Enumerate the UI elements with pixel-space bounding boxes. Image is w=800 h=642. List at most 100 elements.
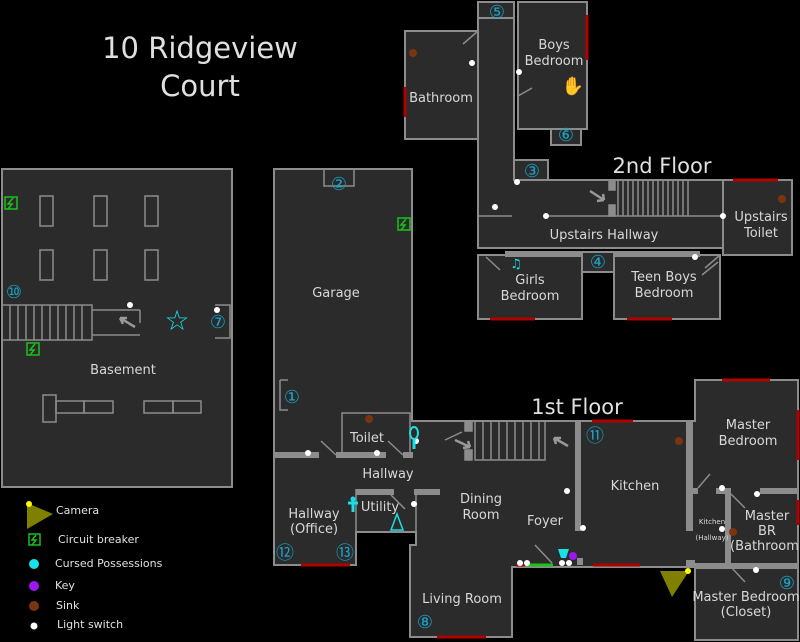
room-label-master-br: Master (745, 509, 790, 524)
circuit-breaker-icon (26, 342, 40, 356)
second-floor: Bathroom Boys Bedroom Upstairs Hallway U… (403, 1, 793, 321)
marker-5: ⑤ (489, 2, 505, 23)
light-switch-icon[interactable] (754, 491, 760, 497)
ouija-magnifier-icon (409, 426, 419, 449)
room-label-boys: Boys (538, 38, 570, 53)
light-switch-icon[interactable] (543, 213, 549, 219)
marker-8: ⑧ (417, 612, 433, 633)
marker-11: ⑪ (586, 426, 604, 447)
light-switch-icon[interactable] (524, 560, 530, 566)
marker-12: ⑫ (276, 543, 294, 564)
room-label-closet: Master Bedroom (692, 590, 799, 605)
light-switch-icon (127, 302, 133, 308)
map-title-line1: 10 Ridgeview (102, 31, 298, 65)
room-label-dining: Dining (460, 492, 502, 507)
light-switch-icon[interactable] (720, 213, 726, 219)
floor-label-first: 1st Floor (531, 395, 623, 419)
light-switch-icon[interactable] (753, 567, 759, 573)
light-switch-icon[interactable] (516, 69, 522, 75)
legend-label: Cursed Possessions (55, 557, 163, 570)
room-label-master: Master (726, 418, 771, 433)
room-label-teen-sub: Bedroom (635, 286, 694, 301)
room-label-dining-sub: Room (462, 508, 499, 523)
light-switches (305, 60, 760, 573)
tarot-cards-icon (558, 549, 569, 558)
key-icon[interactable] (569, 552, 577, 560)
room-label-bathroom: Bathroom (409, 91, 473, 106)
room-label-garage: Garage (312, 286, 360, 301)
cursed-possessions: ✋ ♫ (348, 75, 584, 558)
light-switch-icon[interactable] (305, 450, 311, 456)
sink-icon (729, 528, 737, 536)
stairs-arrow-icon (552, 436, 569, 448)
sink-icon (365, 415, 373, 423)
room-label-girls-sub: Bedroom (501, 289, 560, 304)
marker-2: ② (331, 174, 347, 195)
light-switch-icon[interactable] (469, 60, 475, 66)
circuit-breaker-icon (4, 196, 18, 210)
room-label-boys-sub: Bedroom (525, 54, 584, 69)
light-switch-icon (30, 622, 38, 630)
sink-icon (675, 437, 683, 445)
legend-label: Sink (56, 599, 80, 612)
basement: Basement ☆ (1, 168, 233, 488)
room-label-girls: Girls (515, 273, 545, 288)
room-label-kitchen: Kitchen (611, 479, 660, 494)
camera-icon (26, 501, 53, 529)
room-label-upstairs-toilet: Upstairs (734, 210, 788, 225)
marker-3: ③ (524, 161, 540, 182)
voodoo-hand-icon: ✋ (562, 75, 584, 97)
map-title-line2: Court (160, 69, 240, 103)
room-label-master-br-2: BR (758, 524, 776, 539)
marker-4: ④ (590, 252, 606, 273)
cursed-possession-icon (29, 559, 39, 569)
light-switch-icon[interactable] (719, 526, 725, 532)
marker-7: ⑦ (210, 312, 226, 333)
legend-circuit-breaker: Circuit breaker (20, 531, 200, 549)
light-switch-icon[interactable] (580, 525, 586, 531)
legend-label: Key (55, 579, 75, 592)
legend-label: Light switch (57, 618, 124, 631)
marker-10: ⑩ (6, 282, 22, 303)
room-label-office-sub: (Office) (290, 522, 338, 537)
camera-icon (660, 568, 691, 597)
legend-label: Camera (56, 504, 100, 517)
legend-sink: Sink (20, 597, 200, 615)
floor-label-second: 2nd Floor (613, 154, 712, 178)
room-label-teen: Teen Boys (630, 270, 697, 285)
room-label-kitchen-hallway: Kitchen (699, 518, 725, 526)
key-icon (29, 581, 39, 591)
light-switch-icon[interactable] (374, 450, 380, 456)
light-switch-icon[interactable] (566, 560, 572, 566)
marker-6: ⑥ (558, 125, 574, 146)
second-floor-stairs (608, 179, 689, 217)
sink-icon (778, 195, 786, 203)
legend-key: Key (20, 577, 200, 595)
room-label-kitchen-hallway-sub: (Hallway) (695, 534, 728, 542)
room-label-living: Living Room (422, 592, 502, 607)
circuit-breaker-icon (28, 533, 41, 546)
room-label-master-sub: Bedroom (719, 434, 778, 449)
room-label-hallway: Hallway (362, 467, 414, 482)
stairs-arrow-icon (118, 316, 136, 329)
room-label-foyer: Foyer (527, 514, 564, 529)
legend-cursed-possessions: Cursed Possessions (20, 555, 200, 573)
light-switch-icon[interactable] (559, 560, 565, 566)
light-switch-icon[interactable] (492, 204, 498, 210)
doll-icon (348, 496, 358, 512)
room-label-utility: Utility (361, 500, 400, 515)
light-switch-icon[interactable] (692, 254, 698, 260)
light-switch-icon[interactable] (514, 179, 520, 185)
room-label-master-br-3: (Bathroom) (730, 539, 800, 554)
legend-light-switch: Light switch (20, 616, 200, 634)
light-switch-icon[interactable] (411, 501, 417, 507)
circuit-breaker-icon (397, 217, 411, 231)
room-label-closet-sub: (Closet) (721, 605, 772, 620)
marker-13: ⑬ (336, 543, 354, 564)
sink-icon (29, 601, 39, 611)
sink-icon (409, 49, 417, 57)
light-switch-icon[interactable] (564, 488, 570, 494)
room-label-upstairs-toilet-sub: Toilet (743, 226, 778, 241)
light-switch-icon[interactable] (517, 560, 523, 566)
light-switch-icon[interactable] (719, 485, 725, 491)
